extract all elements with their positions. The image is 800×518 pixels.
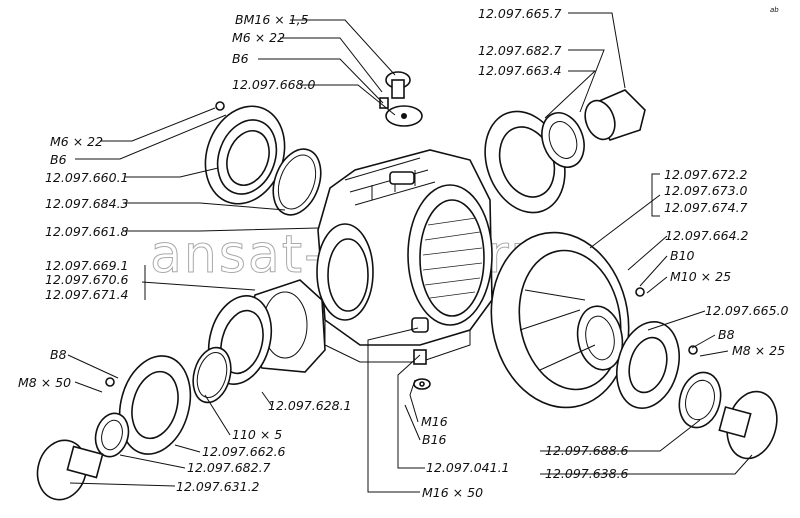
label-631-2: 12.097.631.2 xyxy=(176,479,260,494)
label-660-1: 12.097.660.1 xyxy=(45,170,129,185)
label-638-6: 12.097.638.6 xyxy=(545,466,629,481)
breather-fitting xyxy=(379,71,423,127)
label-672-2: 12.097.672.2 xyxy=(664,167,748,182)
corner-mark: ab xyxy=(770,6,779,14)
label-669-1: 12.097.669.1 xyxy=(45,258,129,273)
label-673-0: 12.097.673.0 xyxy=(664,183,748,198)
label-m8-left: M8 × 50 xyxy=(18,375,71,390)
upper-right-cover xyxy=(484,89,646,214)
label-b10: B10 xyxy=(670,248,695,263)
label-041-1: 12.097.041.1 xyxy=(426,460,510,475)
right-end-housing xyxy=(490,231,645,409)
label-628-1: 12.097.628.1 xyxy=(268,398,352,413)
label-682-7-top: 12.097.682.7 xyxy=(478,43,562,58)
label-684-3: 12.097.684.3 xyxy=(45,196,129,211)
label-m8-right: M8 × 25 xyxy=(732,343,785,358)
label-m16x50: M16 × 50 xyxy=(422,485,483,500)
label-665-7: 12.097.665.7 xyxy=(478,6,562,21)
left-top-cover xyxy=(204,101,322,216)
label-m6-left: M6 × 22 xyxy=(50,134,103,149)
label-663-4: 12.097.663.4 xyxy=(478,63,562,78)
label-b6-top: B6 xyxy=(232,51,249,66)
label-662-6: 12.097.662.6 xyxy=(202,444,286,459)
bottom-bolt-set xyxy=(413,349,431,390)
label-m10: M10 × 25 xyxy=(670,269,731,284)
label-665-0: 12.097.665.0 xyxy=(705,303,789,318)
lower-right-flange-stack xyxy=(616,320,778,460)
left-gasket-and-cover xyxy=(192,279,326,404)
label-m16: M16 xyxy=(421,414,448,429)
part-labels: BM16 × 1,5 M6 × 22 B6 12.097.668.0 12.09… xyxy=(18,6,789,500)
leader-lines xyxy=(67,12,753,493)
lower-left-flange-stack xyxy=(36,355,192,501)
label-661-8: 12.097.661.8 xyxy=(45,224,129,239)
label-664-2: 12.097.664.2 xyxy=(665,228,749,243)
label-b16: B16 xyxy=(422,432,447,447)
label-b8-right: B8 xyxy=(718,327,735,342)
label-110x5: 110 × 5 xyxy=(232,427,282,442)
label-b8-left: B8 xyxy=(50,347,67,362)
label-b6-left: B6 xyxy=(50,152,67,167)
label-bm16: BM16 × 1,5 xyxy=(235,12,309,27)
label-668-0: 12.097.668.0 xyxy=(232,77,316,92)
label-671-4: 12.097.671.4 xyxy=(45,287,129,302)
label-674-7: 12.097.674.7 xyxy=(664,200,748,215)
gearbox-housing xyxy=(316,149,493,363)
label-m6-top: M6 × 22 xyxy=(232,30,285,45)
label-688-6: 12.097.688.6 xyxy=(545,443,629,458)
label-682-7-bot: 12.097.682.7 xyxy=(187,460,271,475)
label-670-6: 12.097.670.6 xyxy=(45,272,129,287)
